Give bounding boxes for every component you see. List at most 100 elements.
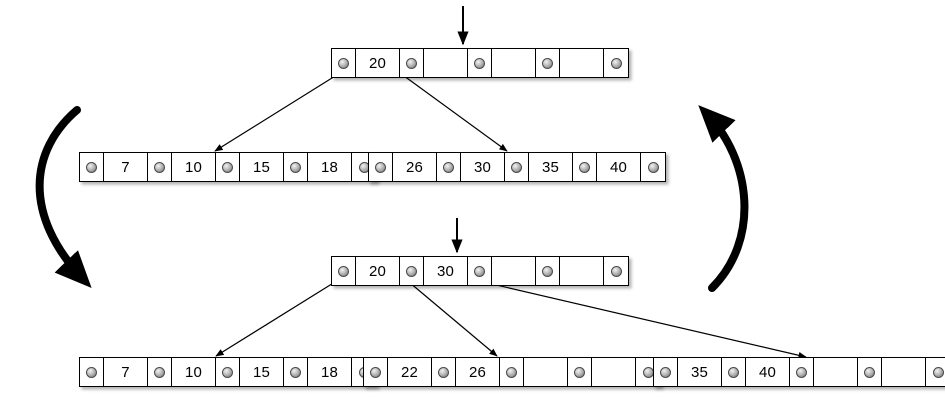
pointer-cell[interactable]	[573, 153, 597, 181]
pointer-cell[interactable]	[148, 358, 172, 386]
empty-cell[interactable]	[592, 358, 636, 386]
pointer-dot-icon	[86, 161, 97, 173]
pointer-cell[interactable]	[284, 358, 308, 386]
pointer-dot-icon	[579, 161, 590, 173]
key-cell[interactable]: 20	[356, 257, 400, 285]
key-cell[interactable]: 26	[393, 153, 437, 181]
key-cell[interactable]: 26	[456, 358, 500, 386]
transition-arrow-left	[35, 106, 92, 288]
key-cell[interactable]: 15	[240, 153, 284, 181]
transition-arrow-right	[698, 105, 749, 292]
pointer-cell[interactable]	[790, 358, 814, 386]
pointer-cell[interactable]	[500, 358, 524, 386]
pointer-cell[interactable]	[400, 257, 424, 285]
pointer-cell[interactable]	[604, 49, 628, 77]
key-value: 26	[405, 158, 424, 176]
pointer-dot-icon	[406, 265, 417, 277]
pointer-cell[interactable]	[641, 153, 665, 181]
key-cell[interactable]: 35	[529, 153, 573, 181]
pointer-cell[interactable]	[216, 358, 240, 386]
pointer-dot-icon	[932, 366, 944, 378]
key-cell[interactable]: 30	[461, 153, 505, 181]
empty-cell[interactable]	[492, 257, 536, 285]
key-cell[interactable]: 15	[240, 358, 284, 386]
pointer-cell[interactable]	[80, 153, 104, 181]
pointer-cell[interactable]	[80, 358, 104, 386]
pointer-dot-icon	[642, 366, 654, 378]
leaf-after-middle[interactable]: 22 26	[363, 357, 661, 387]
pointer-dot-icon	[511, 161, 522, 173]
pointer-cell[interactable]	[216, 153, 240, 181]
pointer-dot-icon	[370, 366, 381, 378]
key-cell[interactable]: 30	[424, 257, 468, 285]
empty-cell[interactable]	[424, 49, 468, 77]
empty-cell[interactable]	[814, 358, 858, 386]
edge-root-after-to-right-leaf	[461, 276, 807, 359]
key-value: 26	[468, 363, 487, 381]
pointer-cell[interactable]	[364, 358, 388, 386]
leaf-before-left[interactable]: 7 10 15 18	[79, 152, 377, 182]
pointer-cell[interactable]	[332, 49, 356, 77]
key-cell[interactable]: 10	[172, 358, 216, 386]
pointer-cell[interactable]	[468, 49, 492, 77]
key-cell[interactable]: 40	[746, 358, 790, 386]
key-cell[interactable]: 22	[388, 358, 432, 386]
key-value: 30	[436, 262, 455, 280]
pointer-cell[interactable]	[568, 358, 592, 386]
pointer-cell[interactable]	[432, 358, 456, 386]
key-value: 35	[541, 158, 560, 176]
key-value: 20	[368, 262, 387, 280]
edge-root-after-to-middle-leaf	[402, 276, 498, 357]
pointer-dot-icon	[796, 366, 807, 378]
pointer-cell[interactable]	[858, 358, 882, 386]
key-cell[interactable]: 18	[308, 358, 352, 386]
pointer-cell[interactable]	[369, 153, 393, 181]
leaf-after-right[interactable]: 35 40	[653, 357, 945, 387]
pointer-cell[interactable]	[654, 358, 678, 386]
root-before[interactable]: 20	[331, 48, 629, 78]
key-cell[interactable]: 18	[308, 153, 352, 181]
key-value: 18	[320, 363, 339, 381]
empty-cell[interactable]	[524, 358, 568, 386]
pointer-cell[interactable]	[926, 358, 945, 386]
pointer-cell[interactable]	[400, 49, 424, 77]
pointer-dot-icon	[154, 366, 165, 378]
pointer-cell[interactable]	[284, 153, 308, 181]
pointer-dot-icon	[222, 366, 233, 378]
empty-cell[interactable]	[560, 257, 604, 285]
pointer-dot-icon	[438, 366, 449, 378]
leaf-after-left[interactable]: 7 10 15 18	[79, 357, 377, 387]
pointer-dot-icon	[542, 265, 553, 277]
pointer-cell[interactable]	[148, 153, 172, 181]
pointer-cell[interactable]	[468, 257, 492, 285]
empty-cell[interactable]	[560, 49, 604, 77]
pointer-dot-icon	[290, 161, 301, 173]
pointer-cell[interactable]	[536, 257, 560, 285]
key-cell[interactable]: 40	[597, 153, 641, 181]
key-value: 35	[690, 363, 709, 381]
pointer-dot-icon	[222, 161, 233, 173]
key-value: 10	[184, 158, 203, 176]
edge-root-before-to-left-leaf	[214, 72, 341, 152]
key-value: 40	[758, 363, 777, 381]
pointer-cell[interactable]	[536, 49, 560, 77]
key-value: 20	[368, 54, 387, 72]
pointer-dot-icon	[375, 161, 386, 173]
pointer-dot-icon	[338, 57, 349, 69]
pointer-cell[interactable]	[437, 153, 461, 181]
empty-cell[interactable]	[492, 49, 536, 77]
pointer-cell[interactable]	[332, 257, 356, 285]
empty-cell[interactable]	[882, 358, 926, 386]
key-cell[interactable]: 20	[356, 49, 400, 77]
key-cell[interactable]: 35	[678, 358, 722, 386]
pointer-cell[interactable]	[722, 358, 746, 386]
pointer-dot-icon	[406, 57, 417, 69]
pointer-cell[interactable]	[604, 257, 628, 285]
key-cell[interactable]: 7	[104, 153, 148, 181]
key-cell[interactable]: 7	[104, 358, 148, 386]
leaf-before-right[interactable]: 26 30 35 40	[368, 152, 666, 182]
key-cell[interactable]: 10	[172, 153, 216, 181]
pointer-cell[interactable]	[505, 153, 529, 181]
